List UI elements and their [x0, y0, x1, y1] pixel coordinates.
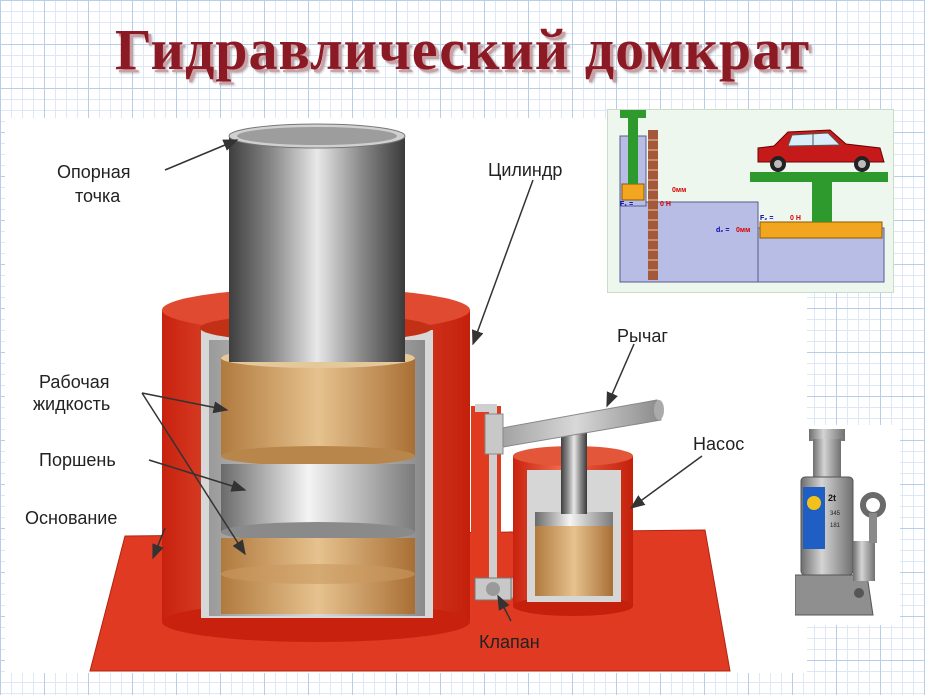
piston-pointer	[148, 459, 247, 492]
valve-label: Клапан	[479, 632, 540, 652]
base-pointer	[152, 527, 166, 560]
lever-label: Рычаг	[617, 326, 668, 346]
bottle-jack-photo: 2t 345 181	[794, 425, 900, 625]
lever	[484, 399, 664, 455]
d2-value: 0мм	[736, 227, 750, 234]
f2-label: F₂ =	[760, 215, 773, 222]
press-simulation-svg: 0мм F₁ = 0 Н d₂ = 0мм F₂ = 0 Н	[619, 110, 888, 283]
d2-label: d₂ =	[716, 227, 729, 234]
fluid-pointer-1	[141, 392, 229, 414]
press-simulation-inset: 0мм F₁ = 0 Н d₂ = 0мм F₂ = 0 Н	[607, 109, 894, 293]
pump	[513, 418, 633, 616]
jack-diagram-svg: Опорная точка Цилиндр Рычаг Рабочая жидк…	[25, 123, 744, 672]
lever-pointer	[606, 343, 635, 408]
support-pointer	[164, 139, 239, 171]
cylinder-pointer	[472, 179, 534, 346]
spec-1: 345	[830, 511, 841, 517]
f2-value: 0 Н	[790, 215, 801, 222]
pump-label: Насос	[693, 434, 744, 454]
ram-column	[228, 123, 406, 362]
base-label: Основание	[25, 508, 117, 528]
spec-2: 181	[830, 523, 841, 529]
valve	[474, 577, 512, 601]
support-point-label-1: Опорная	[57, 162, 130, 182]
piston-label: Поршень	[39, 450, 116, 470]
piston	[221, 464, 415, 542]
f1-value: 0 Н	[660, 201, 671, 208]
support-point-label-2: точка	[75, 186, 121, 206]
cylinder-label: Цилиндр	[488, 160, 562, 180]
car-icon	[757, 129, 885, 172]
fluid-label-2: жидкость	[33, 394, 110, 414]
d1-value: 0мм	[672, 187, 686, 194]
working-fluid-lower	[221, 538, 415, 614]
working-fluid-upper	[221, 348, 415, 466]
capacity-badge: 2t	[828, 493, 836, 503]
fluid-label-1: Рабочая	[39, 372, 109, 392]
valve-pointer	[497, 594, 512, 622]
bottle-jack-svg: 2t 345 181	[794, 429, 886, 616]
f1-label: F₁ =	[620, 201, 633, 208]
pump-pointer	[629, 455, 703, 509]
page-title: Гидравлический домкрат	[114, 17, 811, 82]
